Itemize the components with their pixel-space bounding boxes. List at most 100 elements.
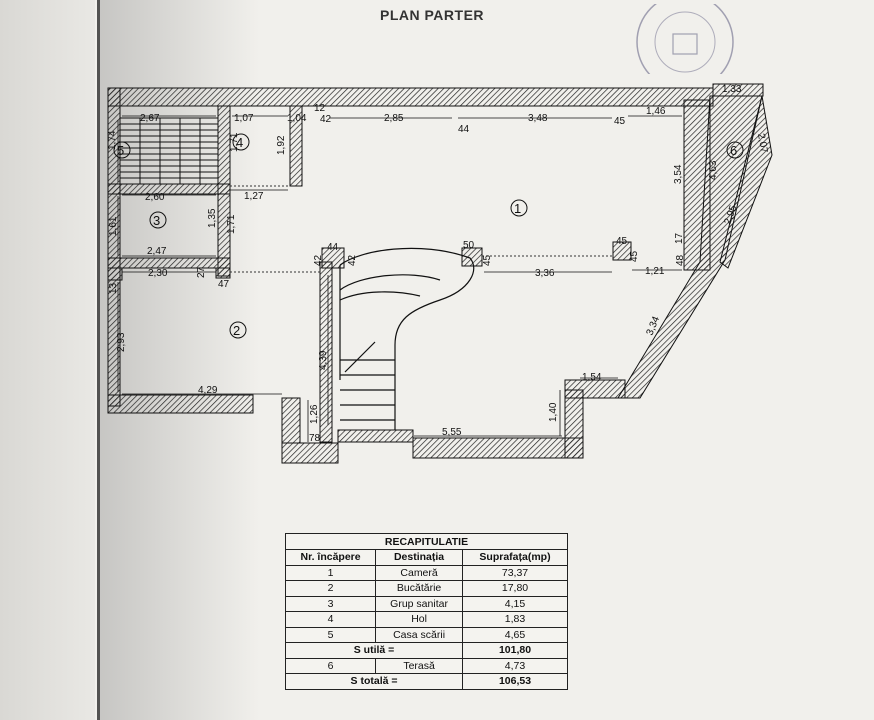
cadastre-stamp (636, 4, 734, 74)
recap-title: RECAPITULATIE (285, 533, 568, 550)
room-labels (113, 133, 744, 339)
table-cell: 3 (284, 595, 377, 612)
header-nr: Nr. încăpere (284, 549, 377, 566)
spiral-staircase (339, 247, 475, 430)
dim-2-07: 2,07 (755, 133, 769, 155)
header-area: Suprafața(mp) (462, 549, 568, 566)
dim-42-left: 42 (313, 254, 324, 266)
dim-1-04: 1,04 (287, 113, 307, 124)
dim-4-29: 4,29 (198, 385, 218, 396)
table-cell: 6 (284, 657, 377, 674)
dim-45-col: 45 (616, 236, 628, 247)
dim-2-85: 2,85 (384, 113, 404, 124)
dim-1-27: 1,27 (244, 191, 264, 202)
dashed-lines (230, 185, 613, 273)
table-cell: 4,73 (462, 657, 568, 674)
table-cell: 4 (284, 611, 377, 628)
header-destination: Destinația (375, 549, 464, 566)
dim-45-top: 45 (614, 116, 626, 127)
table-cell: Hol (375, 611, 464, 628)
table-cell: 73,37 (462, 564, 568, 581)
recap-table: RECAPITULATIE Nr. încăpere Destinația Su… (284, 533, 568, 690)
dim-1-33: 1,33 (722, 84, 742, 95)
room-3-label: 3 (153, 213, 160, 228)
dim-45-col-side: 45 (629, 250, 640, 262)
dim-3-48: 3,48 (528, 113, 548, 124)
dim-42-top: 42 (320, 114, 332, 125)
dim-13: 13 (108, 282, 119, 294)
table-cell: S utilă = (284, 642, 464, 659)
dim-1-26: 1,26 (309, 404, 320, 424)
dim-1-07: 1,07 (234, 113, 254, 124)
dim-3-54: 3,54 (673, 164, 684, 184)
table-cell: Cameră (375, 564, 464, 581)
table-cell: 4,65 (462, 626, 568, 643)
dim-44-mid: 44 (327, 242, 339, 253)
dim-1-46: 1,46 (646, 106, 666, 117)
page-title: PLAN PARTER (380, 7, 485, 23)
dim-1-54: 1,54 (582, 372, 602, 383)
dim-1-61: 1,61 (108, 216, 119, 236)
dim-12: 12 (314, 103, 326, 114)
room-5-label: 5 (117, 143, 124, 158)
dim-1-71-a: 1,71 (229, 132, 240, 152)
dim-2-60: 2,60 (145, 192, 165, 203)
dim-47: 47 (218, 279, 230, 290)
dim-48: 48 (675, 254, 686, 266)
dim-2-30: 2,30 (148, 268, 168, 279)
table-cell: 101,80 (462, 642, 568, 659)
room-1-label: 1 (514, 201, 521, 216)
dim-1-21: 1,21 (645, 266, 665, 277)
dim-1-71-b: 1,71 (226, 214, 237, 234)
dimension-lines (117, 115, 682, 442)
stair-treads (120, 117, 218, 184)
table-cell: S totală = (284, 673, 464, 690)
table-cell: Bucătărie (375, 580, 464, 597)
room-2-label: 2 (233, 323, 240, 338)
table-cell: 4,15 (462, 595, 568, 612)
dim-17: 17 (674, 232, 685, 244)
dim-2-47: 2,47 (147, 246, 167, 257)
total-area-row: S totală =106,53 (284, 673, 568, 690)
room-6-label: 6 (730, 143, 737, 158)
dim-27: 27 (196, 266, 207, 278)
dim-44-top: 44 (458, 124, 470, 135)
table-cell: Casa scării (375, 626, 464, 643)
table-cell: 106,53 (462, 673, 568, 690)
walls (107, 83, 773, 464)
dim-1-92: 1,92 (276, 135, 287, 155)
dim-3-36: 3,36 (535, 268, 555, 279)
page-left-margin (0, 0, 100, 720)
table-cell: 2 (284, 580, 377, 597)
dim-1-74: 1,74 (107, 130, 118, 150)
table-cell: 17,80 (462, 580, 568, 597)
table-cell: Grup sanitar (375, 595, 464, 612)
dim-1-40: 1,40 (548, 402, 559, 422)
dim-4-39: 4,39 (318, 350, 329, 370)
dim-78: 78 (309, 433, 321, 444)
room-4-label: 4 (236, 135, 243, 150)
table-cell: 5 (284, 626, 377, 643)
table-cell: Terasă (375, 657, 464, 674)
table-cell: 1,83 (462, 611, 568, 628)
dim-4-63: 4,63 (708, 160, 719, 180)
dim-45-mid: 45 (482, 254, 493, 266)
dim-2-67: 2,67 (140, 113, 160, 124)
dim-5-55: 5,55 (442, 427, 462, 438)
dim-50: 50 (463, 240, 475, 251)
dim-2-93: 2,93 (116, 332, 127, 352)
dimension-labels: 2,67 1,07 1,04 12 42 2,85 44 3,48 45 1,4… (107, 84, 769, 444)
table-cell: 1 (284, 564, 377, 581)
page-fold-line (97, 0, 100, 720)
dim-1-35: 1,35 (207, 208, 218, 228)
dim-42-right: 42 (347, 254, 358, 266)
usable-area-row: S utilă =101,80 (284, 642, 568, 659)
